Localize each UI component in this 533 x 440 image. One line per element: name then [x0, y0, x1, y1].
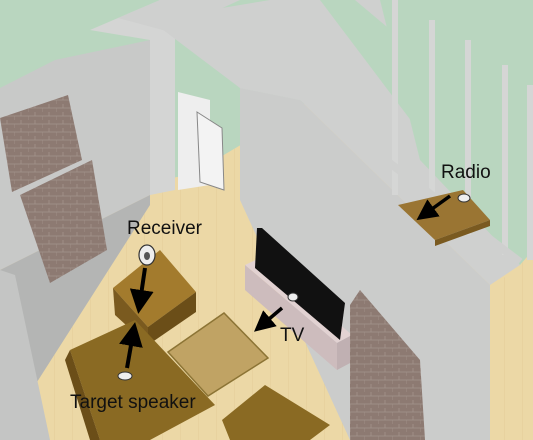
target-speaker-arrow — [119, 322, 143, 369]
window-area — [380, 0, 533, 265]
left-edge-wall — [0, 270, 50, 440]
receiver-speaker-cone — [144, 252, 150, 260]
radio-speaker — [457, 193, 471, 203]
radio-table-edge — [435, 220, 490, 246]
tv-stand-front — [245, 265, 337, 370]
sofa-bottom-left — [70, 320, 215, 440]
partition-wall-side — [240, 88, 490, 440]
window-sill — [297, 91, 523, 266]
tv-label: TV — [280, 325, 305, 346]
back-wall — [90, 0, 175, 195]
receiver-arrow — [129, 267, 154, 314]
radio-arrow — [416, 194, 452, 221]
tv-screen — [255, 228, 345, 340]
rug — [166, 312, 270, 397]
brick-panel-left-lower — [20, 160, 107, 283]
radio-label: Radio — [441, 162, 491, 183]
brick-panel-right — [350, 290, 425, 440]
tv-arrow — [253, 306, 284, 332]
receiver-label: Receiver — [127, 218, 202, 239]
target-speaker — [117, 371, 133, 381]
ottoman-bottom — [222, 385, 330, 440]
receiver-cabinet-side — [148, 292, 196, 345]
target-speaker-label: Target speaker — [70, 392, 196, 413]
sofa-bottom-left-side — [65, 350, 100, 440]
brick-panel-left-upper — [0, 95, 82, 192]
door — [196, 111, 225, 191]
left-wall-front — [0, 195, 150, 440]
tv-stand-end — [337, 335, 352, 370]
tv-speaker — [287, 292, 299, 302]
